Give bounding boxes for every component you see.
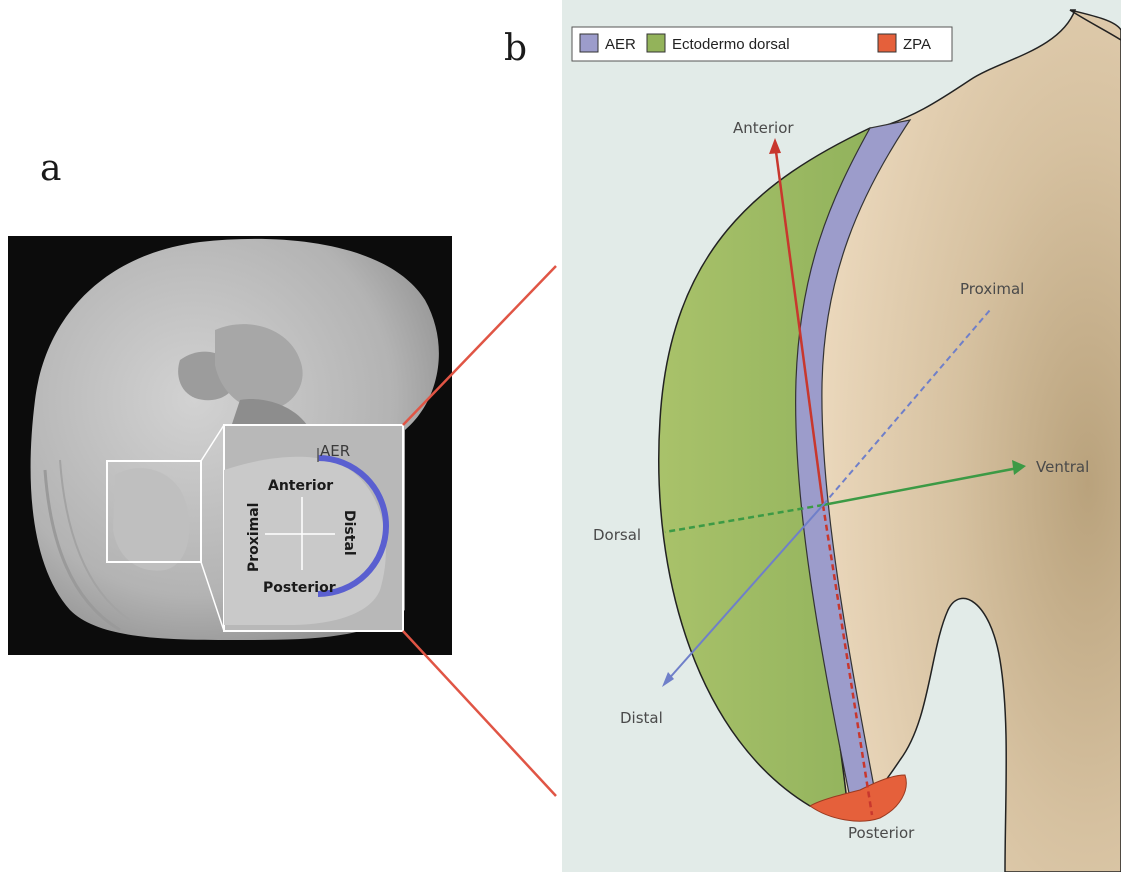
axis-label-anterior: Anterior: [733, 119, 794, 137]
axis-label-distal: Distal: [620, 709, 663, 727]
connector-line-bottom: [403, 631, 556, 796]
legend: AER Ectodermo dorsal ZPA: [572, 27, 952, 61]
inset-posterior-label: Posterior: [263, 580, 336, 596]
legend-label-aer: AER: [605, 36, 636, 53]
inset-proximal-label: Proximal: [246, 503, 262, 572]
legend-label-dorsal-ectoderm: Ectodermo dorsal: [672, 36, 790, 53]
axis-label-ventral: Ventral: [1036, 458, 1089, 476]
legend-swatch-dorsal-ectoderm: [647, 34, 665, 52]
inset-distal-label: Distal: [341, 510, 357, 556]
inset-aer-label: AER: [320, 442, 350, 460]
axis-label-posterior: Posterior: [848, 824, 915, 842]
panel-b-letter: b: [504, 28, 527, 69]
axis-label-proximal: Proximal: [960, 280, 1024, 298]
legend-label-zpa: ZPA: [903, 36, 931, 53]
panel-a-letter: a: [40, 148, 61, 189]
axis-label-dorsal: Dorsal: [593, 526, 641, 544]
legend-swatch-zpa: [878, 34, 896, 52]
magnified-inset: AER Anterior Posterior Proximal Distal: [224, 425, 403, 631]
inset-anterior-label: Anterior: [268, 478, 333, 494]
legend-swatch-aer: [580, 34, 598, 52]
